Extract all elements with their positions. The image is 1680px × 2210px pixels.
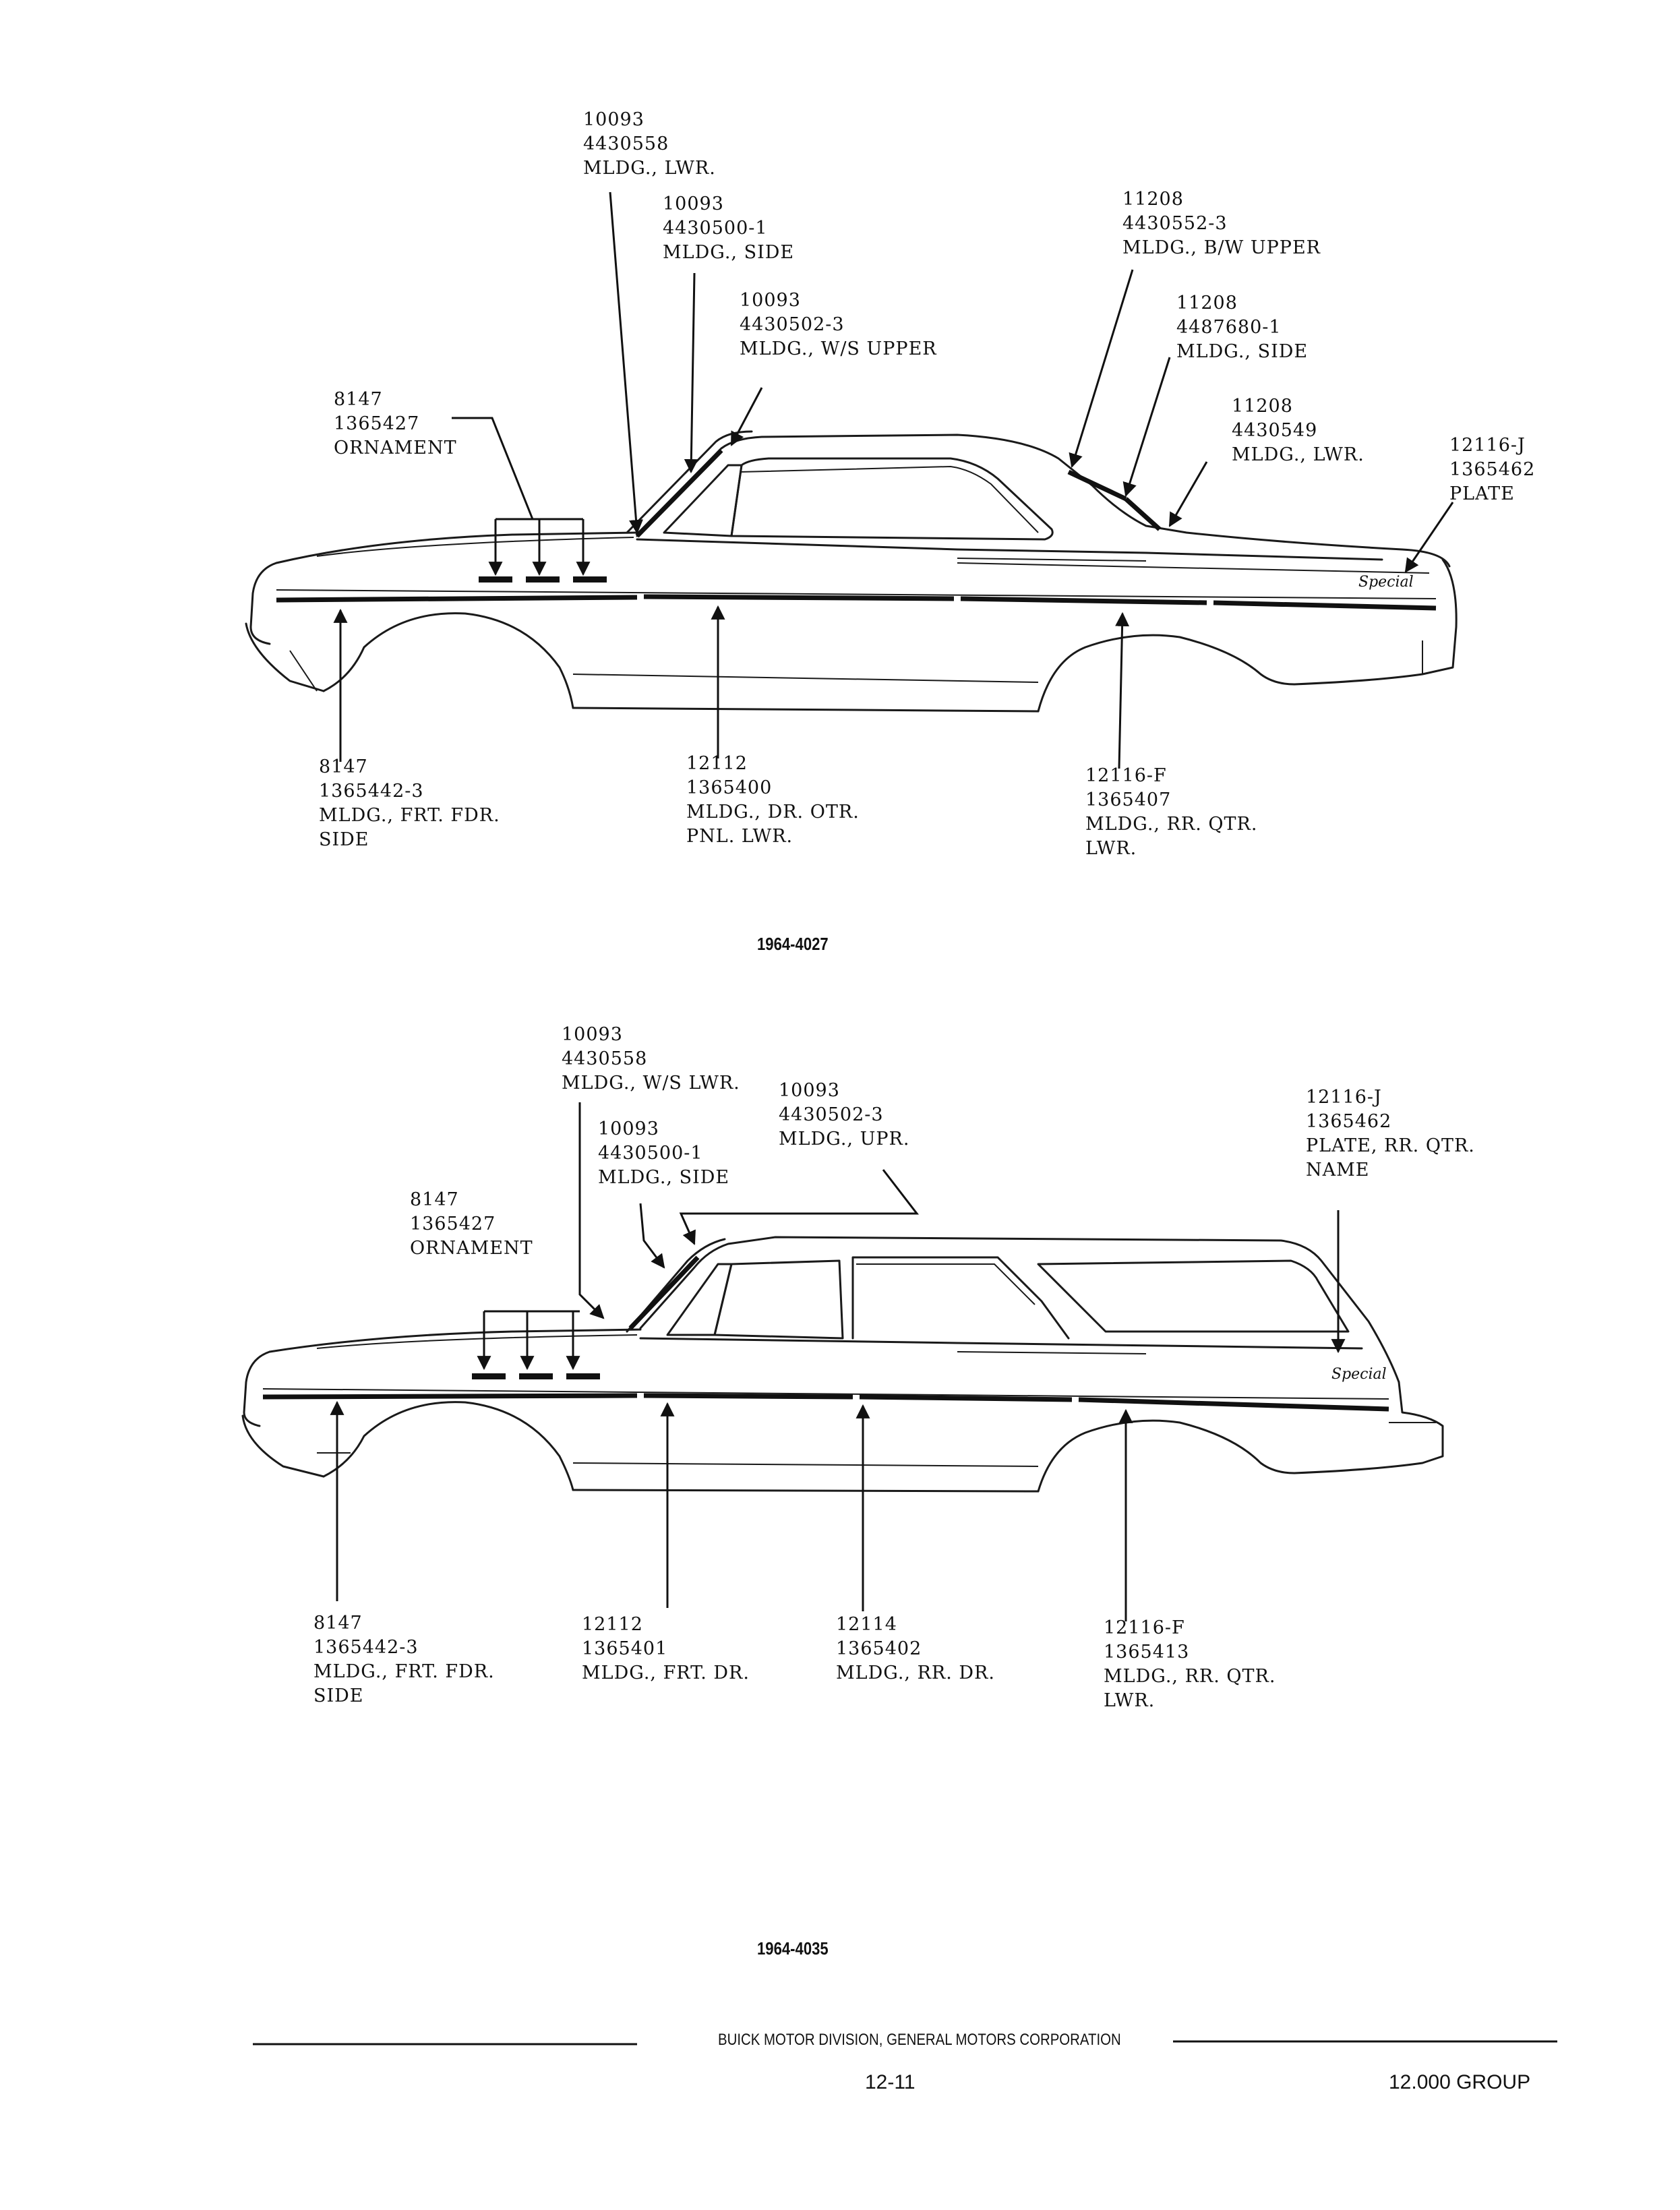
sedan-moldings xyxy=(276,448,1437,611)
footer-division: BUICK MOTOR DIVISION, GENERAL MOTORS COR… xyxy=(718,2031,1121,2049)
sedan-ornament-bars xyxy=(479,576,607,583)
figure1-caption: 1964-4027 xyxy=(757,934,829,954)
wagon-emblem: Special xyxy=(1331,1366,1387,1383)
wagon-leaders xyxy=(330,1102,1346,1621)
wagon-ornament-bars xyxy=(472,1373,600,1379)
sedan-leaders xyxy=(333,191,1454,769)
sedan-body-outline xyxy=(245,430,1458,713)
wagon-moldings xyxy=(262,1255,1389,1412)
figure2-caption: 1964-4035 xyxy=(757,1938,829,1959)
sedan-emblem: Special xyxy=(1358,574,1414,591)
wagon-body-outline xyxy=(241,1236,1444,1493)
footer-group: 12.000 GROUP xyxy=(1389,2071,1531,2093)
footer-page-number: 12-11 xyxy=(865,2071,916,2093)
